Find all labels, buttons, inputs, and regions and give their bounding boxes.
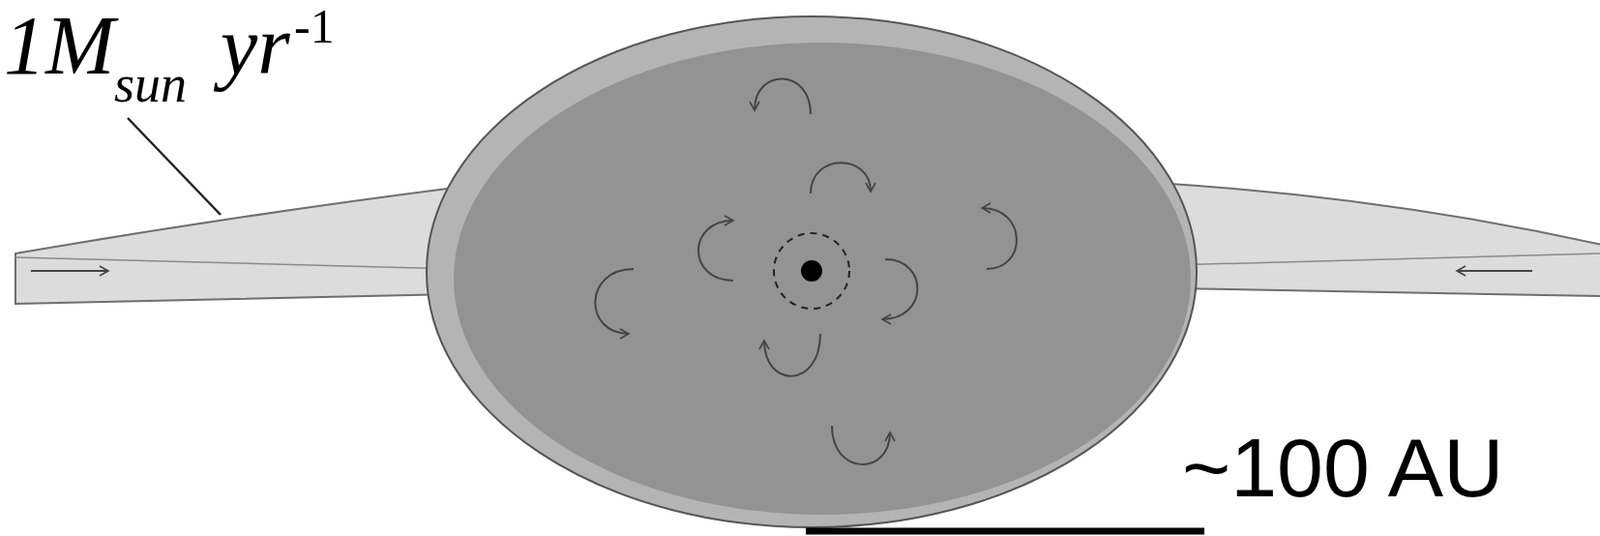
scale-bar (805, 528, 1205, 535)
rate-unit: yr (220, 3, 291, 88)
disk-midline (1170, 253, 1600, 266)
dashed-circle (773, 233, 850, 309)
rate-subscript: sun (114, 58, 187, 111)
accretion-disk (1170, 183, 1600, 297)
accretion-disk (15, 187, 455, 304)
rate-exponent: -1 (294, 1, 335, 51)
central-object (800, 260, 823, 282)
inflow-arrow (30, 269, 109, 272)
scale-label: ~100 AU (1182, 425, 1504, 509)
rate-value: 1M (3, 3, 116, 88)
disk-midline (15, 257, 455, 269)
inflow-arrow (1456, 269, 1533, 272)
leader-line (127, 118, 221, 215)
envelope-outer (426, 16, 1197, 528)
envelope-inner (453, 42, 1191, 515)
convection-arrows (594, 78, 1017, 464)
